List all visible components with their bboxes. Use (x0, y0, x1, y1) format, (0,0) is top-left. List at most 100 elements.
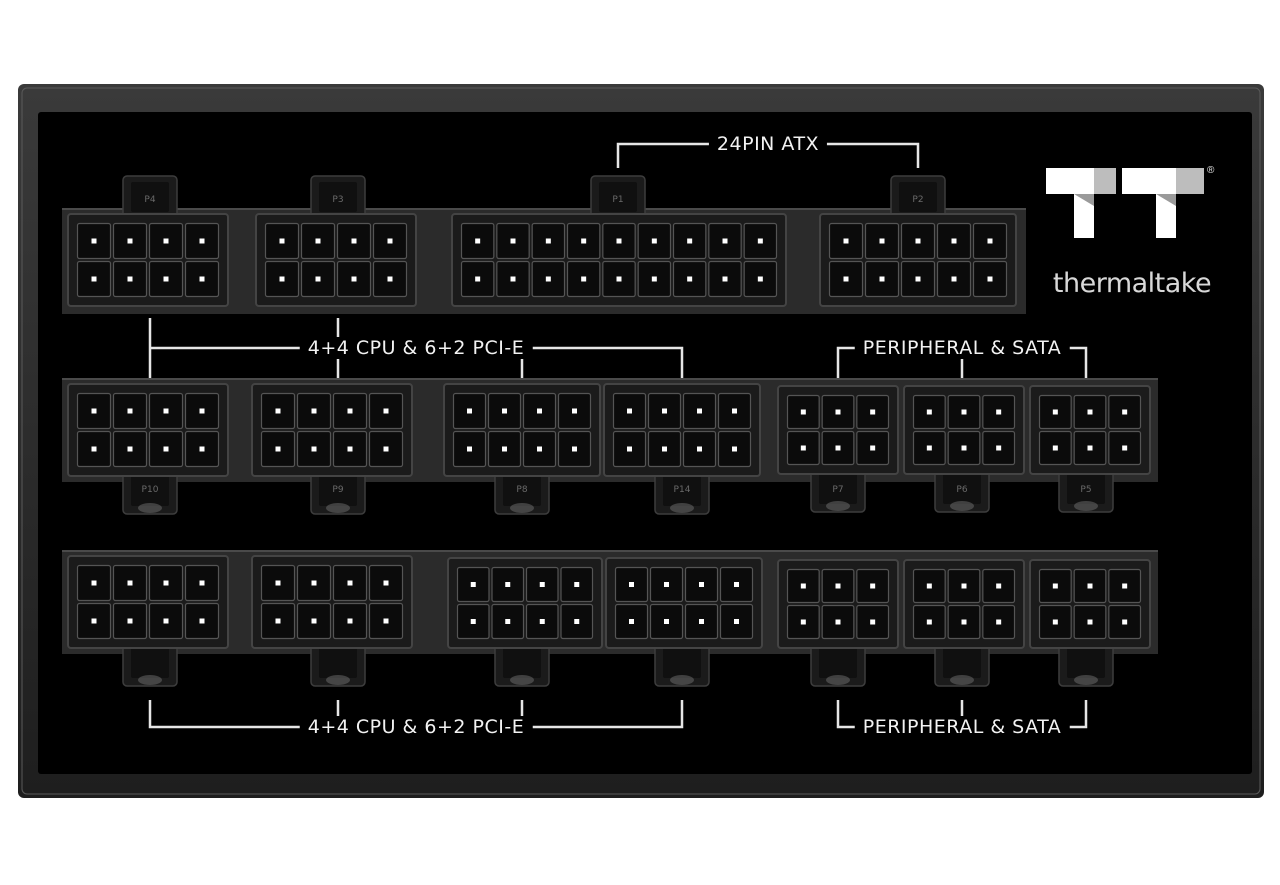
pin-contact (996, 619, 1002, 625)
connector-latch-recess (663, 648, 701, 678)
pin-contact (163, 446, 169, 452)
connector-latch-recess (503, 648, 541, 678)
pin-contact (870, 619, 876, 625)
power-connector (777, 559, 899, 687)
label-cpu-pcie-top: 4+4 CPU & 6+2 PCI-E (299, 337, 533, 359)
pin-contact (470, 582, 476, 587)
pin-contact (843, 276, 849, 282)
pin-contact (311, 446, 317, 452)
pin-contact (987, 238, 993, 244)
connector-latch-glint (950, 501, 974, 511)
pin-contact (467, 446, 472, 452)
pin-contact (163, 580, 169, 586)
pin-contact (734, 619, 739, 624)
connector-latch-recess (663, 476, 701, 506)
pin-contact (163, 408, 169, 414)
pin-contact (627, 408, 632, 414)
pin-contact (926, 583, 932, 589)
pin-contact (1052, 409, 1058, 415)
pin-contact (996, 583, 1002, 589)
label-peripheral-sata-bottom: PERIPHERAL & SATA (854, 716, 1070, 738)
connector-latch-recess (943, 474, 981, 504)
power-connector (819, 175, 1017, 307)
pin-contact (961, 619, 967, 625)
pin-contact (539, 582, 545, 587)
pin-contact (987, 276, 993, 282)
psu-frame-highlight (21, 87, 1261, 795)
pin-contact (91, 276, 97, 282)
pin-contact (311, 580, 317, 586)
pin-contact (163, 618, 169, 624)
power-connector (605, 557, 763, 687)
power-connector (903, 385, 1025, 513)
pin-contact (951, 238, 957, 244)
label-cpu-pcie-bottom: 4+4 CPU & 6+2 PCI-E (299, 716, 533, 738)
power-connector (1029, 385, 1151, 513)
connector-latch-glint (138, 503, 162, 513)
pin-contact (510, 238, 516, 244)
port-id-label: P5 (1080, 485, 1092, 495)
power-connector (903, 559, 1025, 687)
pin-contact (127, 238, 133, 244)
pin-contact (347, 446, 353, 452)
pin-contact (315, 238, 321, 244)
pin-contact (800, 409, 806, 415)
pin-contact (697, 408, 702, 414)
pin-contact (732, 446, 737, 452)
pin-contact (800, 619, 806, 625)
pin-contact (664, 582, 669, 587)
pin-contact (279, 238, 285, 244)
port-id-label: P8 (516, 485, 528, 495)
port-id-label: P9 (332, 485, 344, 495)
pin-contact (91, 408, 97, 414)
tt-logo-mark (1046, 168, 1204, 238)
pin-contact (275, 580, 281, 586)
power-connector (603, 383, 761, 515)
pin-contact (127, 580, 133, 586)
connector-latch-glint (1074, 675, 1098, 685)
pin-contact (835, 409, 841, 415)
port-id-label: P10 (141, 485, 159, 495)
pin-contact (505, 582, 511, 587)
pin-contact (127, 446, 133, 452)
pin-contact (275, 446, 281, 452)
connector-latch-recess (503, 476, 541, 506)
connector-latch-glint (670, 503, 694, 513)
pin-contact (199, 276, 205, 282)
connector-latch-recess (319, 476, 357, 506)
pin-contact (915, 276, 921, 282)
power-connector (251, 555, 413, 687)
pin-contact (539, 619, 545, 624)
pin-contact (1087, 619, 1093, 625)
connector-rail-edge (62, 550, 1158, 552)
pin-contact (505, 619, 511, 624)
label-peripheral-sata-top: PERIPHERAL & SATA (854, 337, 1070, 359)
connector-latch-recess (899, 182, 937, 212)
pin-contact (387, 238, 393, 244)
pin-contact (467, 408, 472, 414)
pin-contact (662, 408, 667, 414)
pin-contact (163, 276, 169, 282)
pin-contact (545, 276, 551, 282)
connector-latch-recess (131, 476, 169, 506)
pin-contact (699, 619, 704, 624)
pin-contact (734, 582, 739, 587)
pin-contact (91, 446, 97, 452)
power-connector (451, 175, 787, 307)
pin-contact (91, 580, 97, 586)
power-connector (1029, 559, 1151, 687)
connector-latch-glint (326, 503, 350, 513)
pin-contact (961, 409, 967, 415)
power-connector (67, 175, 229, 307)
pin-contact (383, 580, 389, 586)
pin-contact (470, 619, 476, 624)
pin-contact (1087, 445, 1093, 451)
connector-latch-glint (1074, 501, 1098, 511)
power-connector (255, 175, 417, 307)
pin-contact (383, 618, 389, 624)
pin-contact (347, 580, 353, 586)
pin-contact (1122, 445, 1128, 451)
pin-contact (687, 276, 693, 282)
port-id-label: P1 (612, 195, 624, 205)
